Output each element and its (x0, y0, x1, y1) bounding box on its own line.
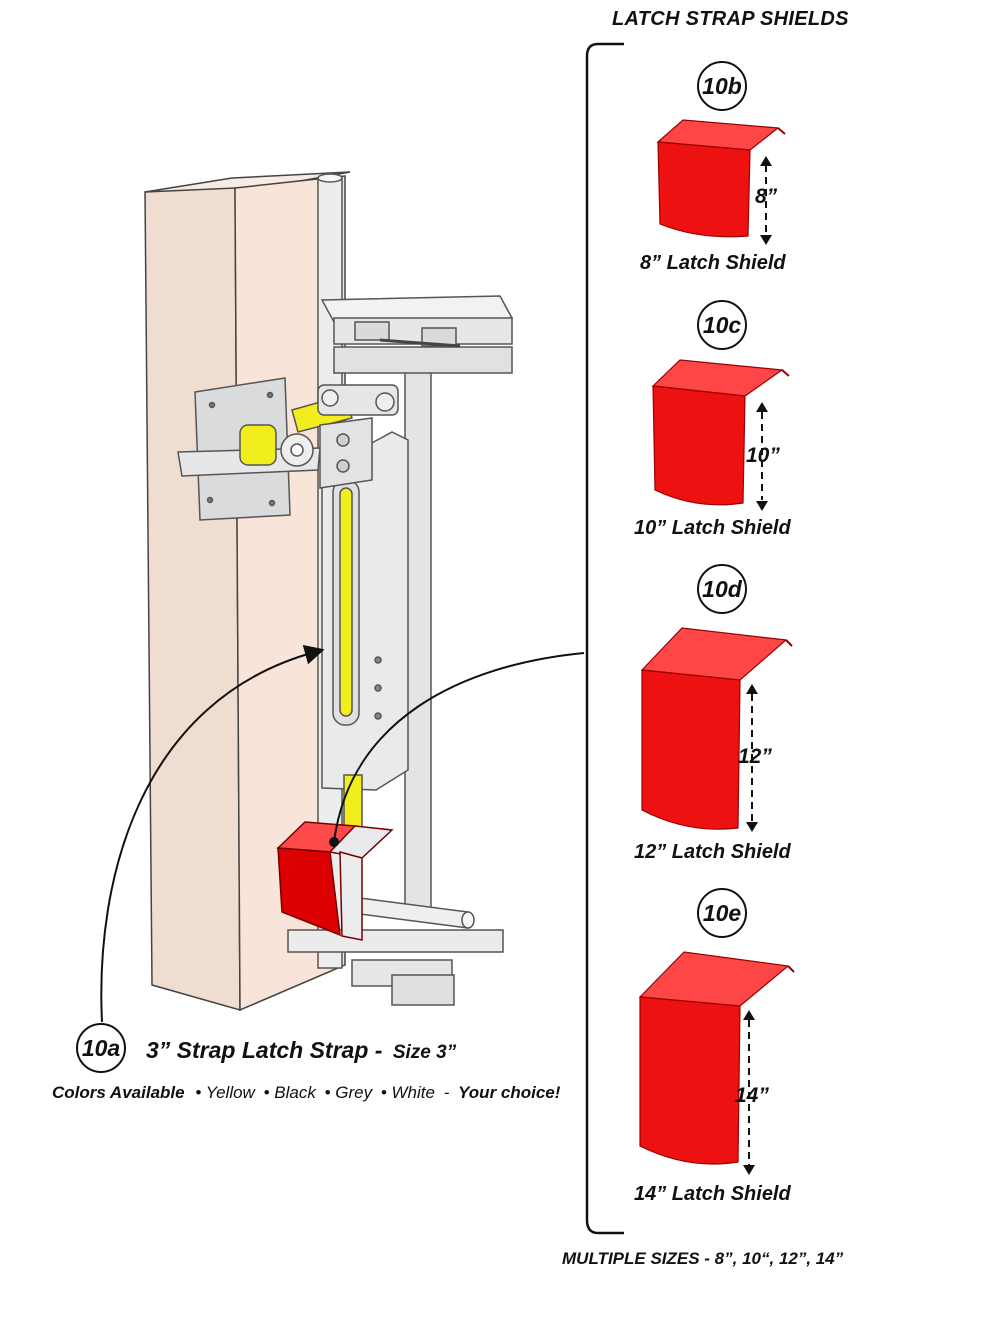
leader-lines (100, 645, 585, 1023)
strap-name: 3” Strap Latch Strap - (146, 1037, 389, 1063)
badge-10c: 10c (697, 300, 747, 350)
dimension-10d: 12” (738, 745, 772, 768)
shield-10b-drawing (656, 119, 786, 245)
dimension-10c: 10” (746, 444, 780, 467)
color-yellow: • Yellow (195, 1083, 255, 1102)
your-choice: Your choice! (458, 1083, 561, 1102)
badge-10a: 10a (76, 1023, 126, 1073)
shield-group-bracket (585, 42, 624, 1235)
section-title: LATCH STRAP SHIELDS (612, 8, 849, 30)
colors-separator: - (443, 1083, 450, 1102)
shield-10e-drawing (638, 951, 795, 1175)
shield-10c-drawing (651, 359, 790, 511)
badge-10d: 10d (697, 564, 747, 614)
shield-label-10e: 14” Latch Shield (634, 1183, 791, 1205)
shield-label-10d: 12” Latch Shield (634, 841, 791, 863)
color-white: • White (380, 1083, 435, 1102)
colors-available: Colors Available • Yellow • Black • Grey… (52, 1083, 560, 1103)
badge-10b: 10b (697, 61, 747, 111)
strap-title: 3” Strap Latch Strap - Size 3” (146, 1037, 456, 1064)
post-latch-bracket (177, 377, 399, 521)
dimension-10b: 8” (755, 185, 778, 208)
dimension-10e: 14” (735, 1084, 769, 1107)
color-grey: • Grey (324, 1083, 373, 1102)
latch-body (321, 431, 409, 846)
strap-size: Size 3” (392, 1042, 457, 1063)
badge-10e: 10e (697, 888, 747, 938)
shield-label-10b: 8” Latch Shield (640, 252, 786, 274)
shield-label-10c: 10” Latch Shield (634, 517, 791, 539)
shield-10d-drawing (640, 627, 793, 832)
multiple-sizes-note: MULTIPLE SIZES - 8”, 10“, 12”, 14” (562, 1249, 844, 1268)
color-black: • Black (263, 1083, 316, 1102)
colors-label: Colors Available (52, 1083, 185, 1102)
